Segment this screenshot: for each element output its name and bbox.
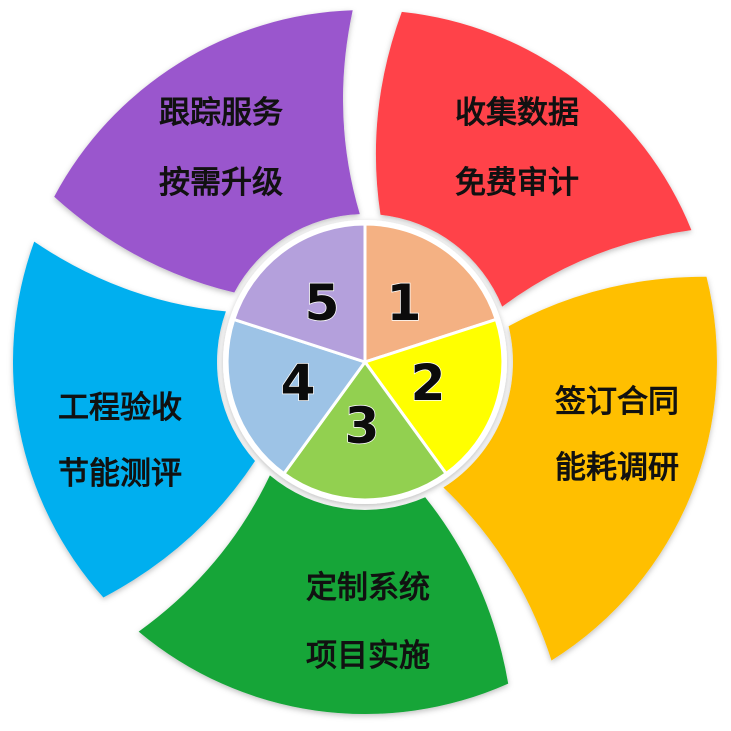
step-1-title: 收集数据: [455, 95, 579, 131]
step-2-title: 签订合同: [555, 384, 679, 420]
step-1-subtitle: 免费审计: [455, 165, 579, 201]
inner-wedge-4: [225, 317, 368, 476]
step-number-1: 1: [387, 274, 422, 332]
outer-segment-2: [443, 276, 717, 661]
step-4-subtitle: 节能测评: [58, 456, 182, 492]
outer-segments: [12, 10, 717, 715]
step-numbers: 1 2 3 4 5: [280, 273, 446, 456]
step-number-3: 3: [345, 397, 380, 455]
step-2-subtitle: 能耗调研: [555, 450, 679, 486]
inner-wedge-1: [363, 222, 499, 365]
outer-segment-4: [12, 241, 255, 598]
outer-segment-5: [54, 10, 360, 293]
step-number-4: 4: [281, 354, 316, 412]
step-5-subtitle: 按需升级: [159, 165, 283, 201]
inner-wedge-2: [362, 317, 505, 476]
step-4-title: 工程验收: [58, 390, 182, 426]
step-5-title: 跟踪服务: [159, 95, 283, 131]
step-3-title: 定制系统: [306, 570, 430, 606]
step-3-subtitle: 项目实施: [306, 638, 430, 674]
step-number-5: 5: [305, 274, 340, 332]
step-labels: 收集数据 免费审计 签订合同 能耗调研 定制系统 项目实施 工程验收 节能测评 …: [58, 95, 679, 674]
step-number-2: 2: [411, 354, 446, 412]
outer-segment-3: [138, 475, 509, 715]
outer-segment-1: [375, 11, 692, 307]
inner-wedge-3: [281, 359, 449, 502]
inner-wedges: [225, 222, 505, 502]
inner-wedge-5: [231, 222, 367, 365]
